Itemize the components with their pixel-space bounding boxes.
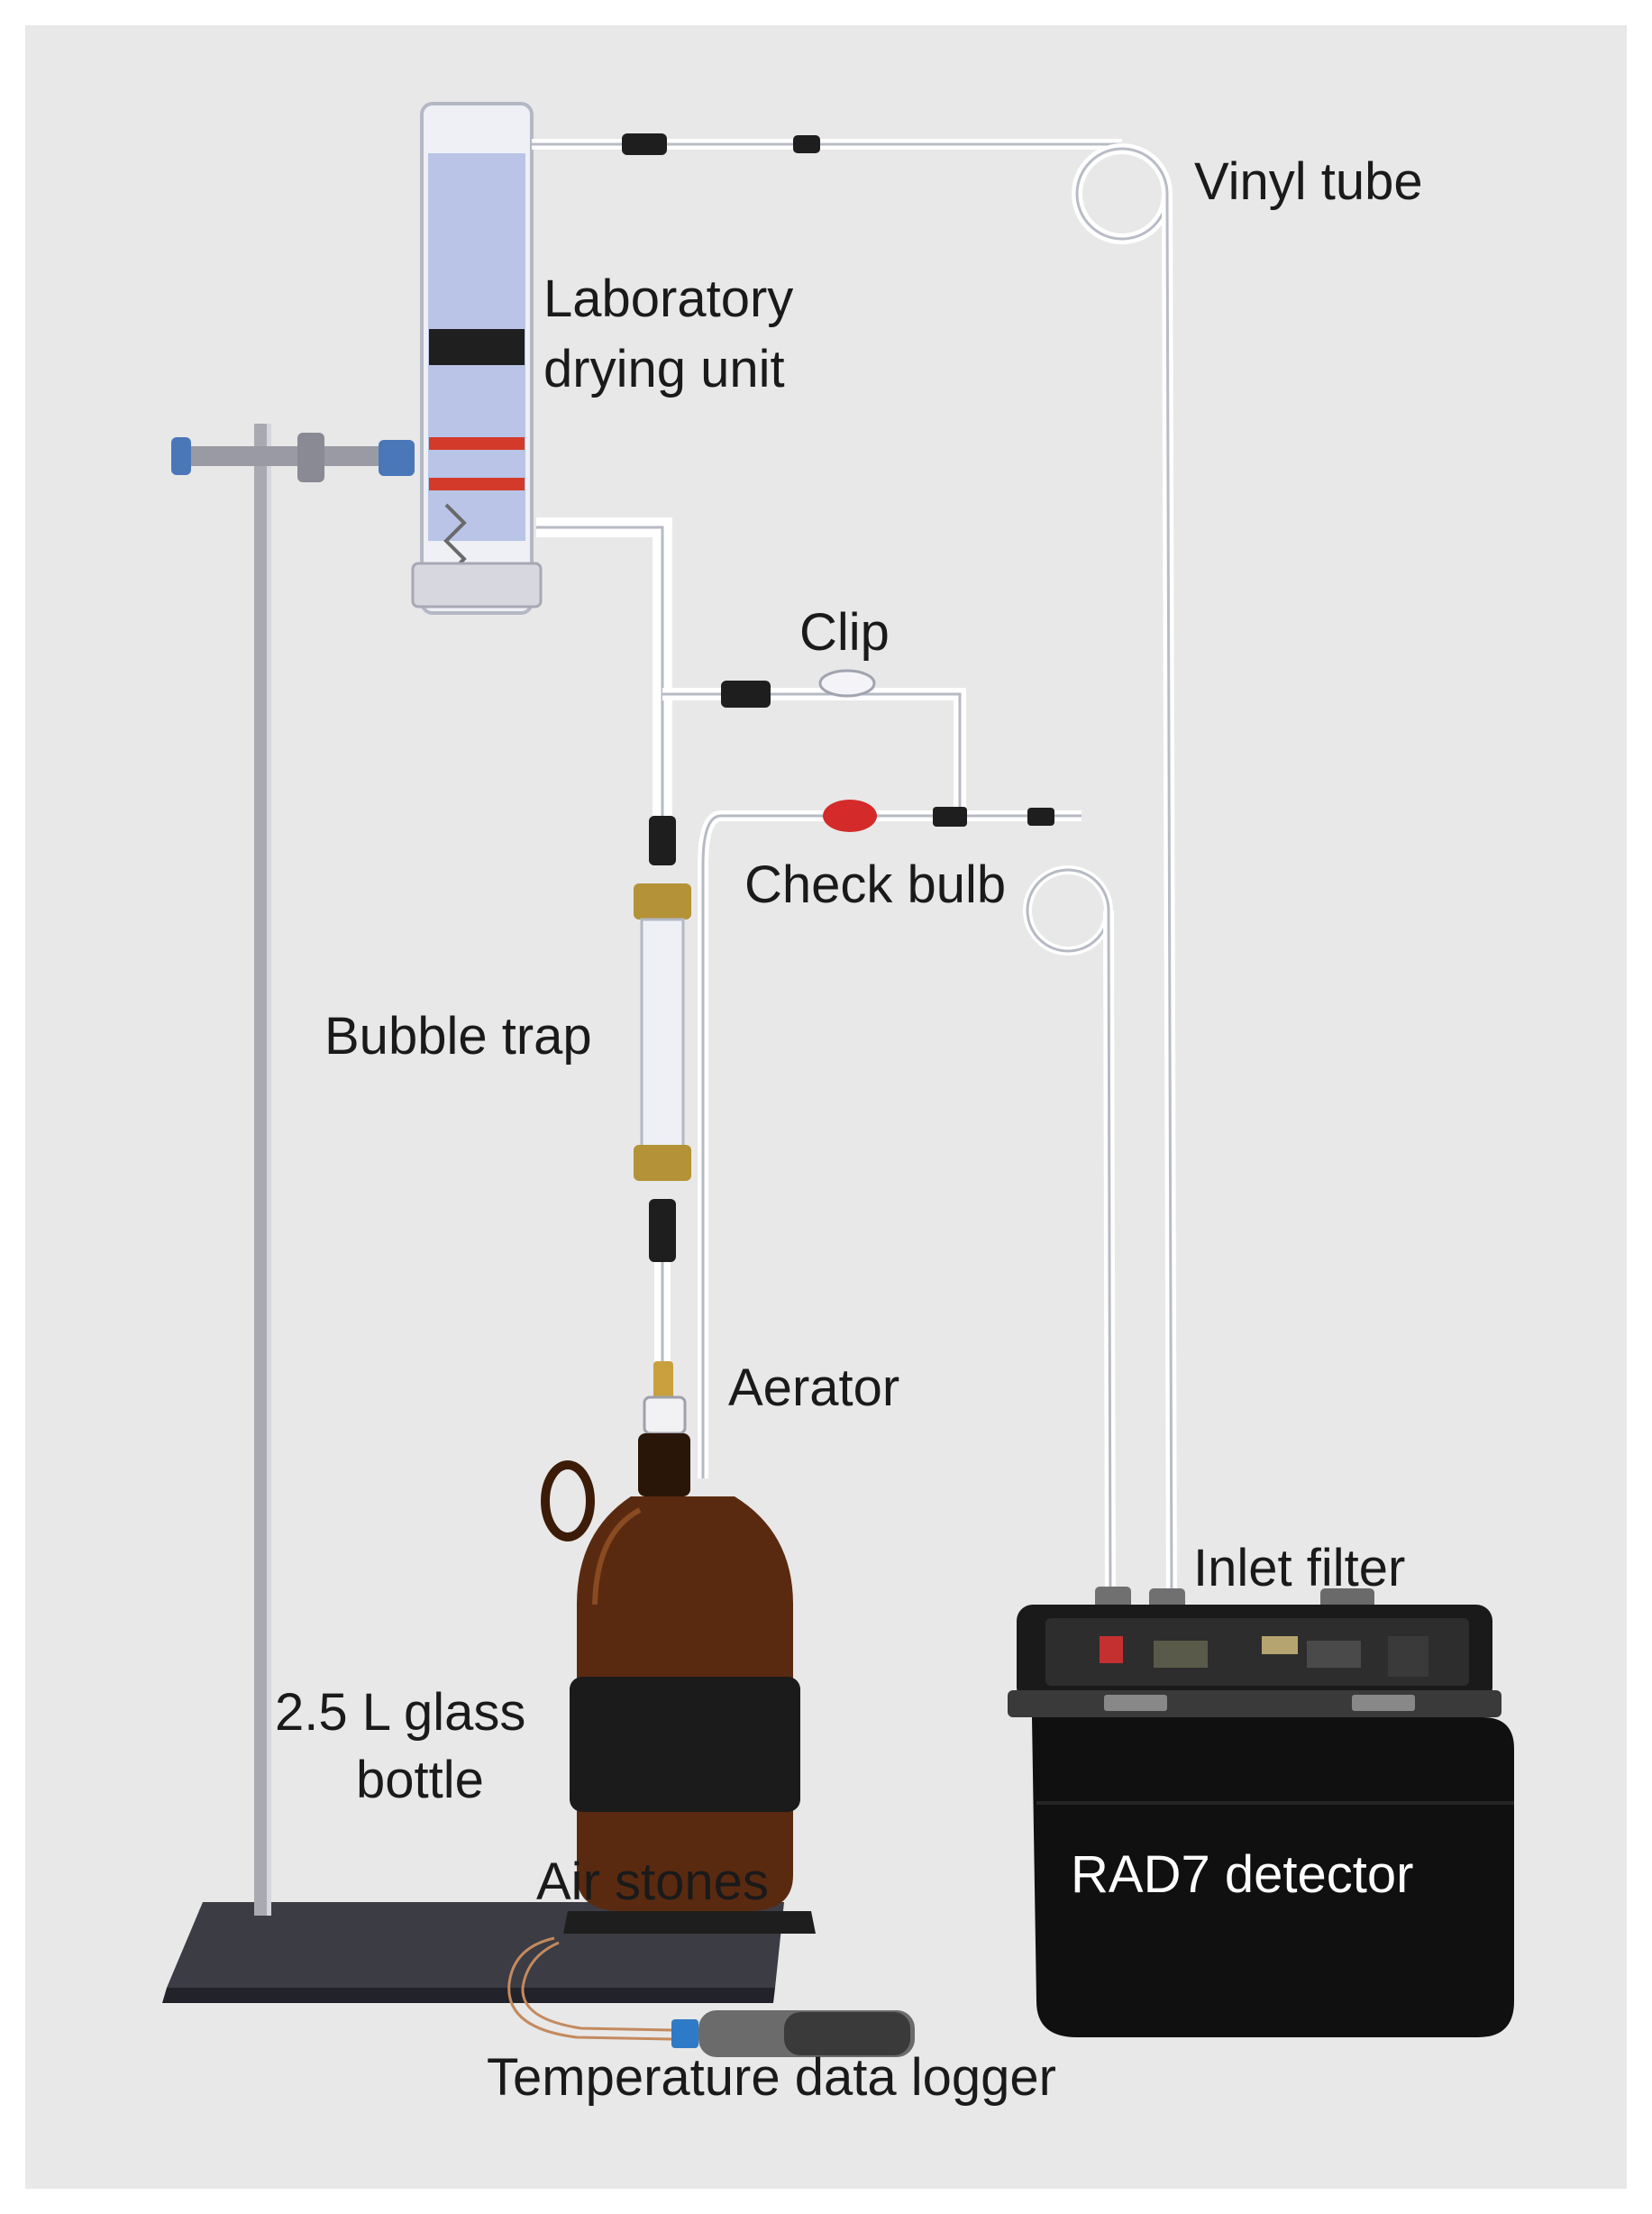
drying-unit — [411, 102, 543, 615]
label-bottle-line1: 2.5 L glass — [275, 1683, 526, 1742]
vinyl-tube — [532, 133, 1177, 1601]
label-drying-unit-line2: drying unit — [543, 340, 785, 398]
label-air-stones: Air stones — [536, 1853, 769, 1911]
label-drying-unit-line1: Laboratory — [543, 270, 794, 328]
label-bubble-trap: Bubble trap — [324, 1007, 592, 1066]
label-aerator: Aerator — [728, 1359, 900, 1417]
clip-branch — [662, 669, 1116, 1601]
glass-bottle — [541, 1433, 816, 1934]
label-temperature-logger: Temperature data logger — [487, 2048, 1056, 2107]
rad7-detector — [1008, 1587, 1514, 2037]
bubble-trap — [634, 816, 691, 1379]
label-rad7-detector: RAD7 detector — [1071, 1845, 1414, 1904]
label-vinyl-tube: Vinyl tube — [1194, 152, 1423, 211]
label-inlet-filter: Inlet filter — [1193, 1539, 1406, 1597]
drying-outlet-tube — [536, 517, 672, 816]
label-clip: Clip — [799, 603, 890, 662]
temperature-logger — [507, 1936, 915, 2057]
label-bottle-line2: bottle — [356, 1751, 484, 1809]
label-check-bulb: Check bulb — [744, 855, 1007, 914]
